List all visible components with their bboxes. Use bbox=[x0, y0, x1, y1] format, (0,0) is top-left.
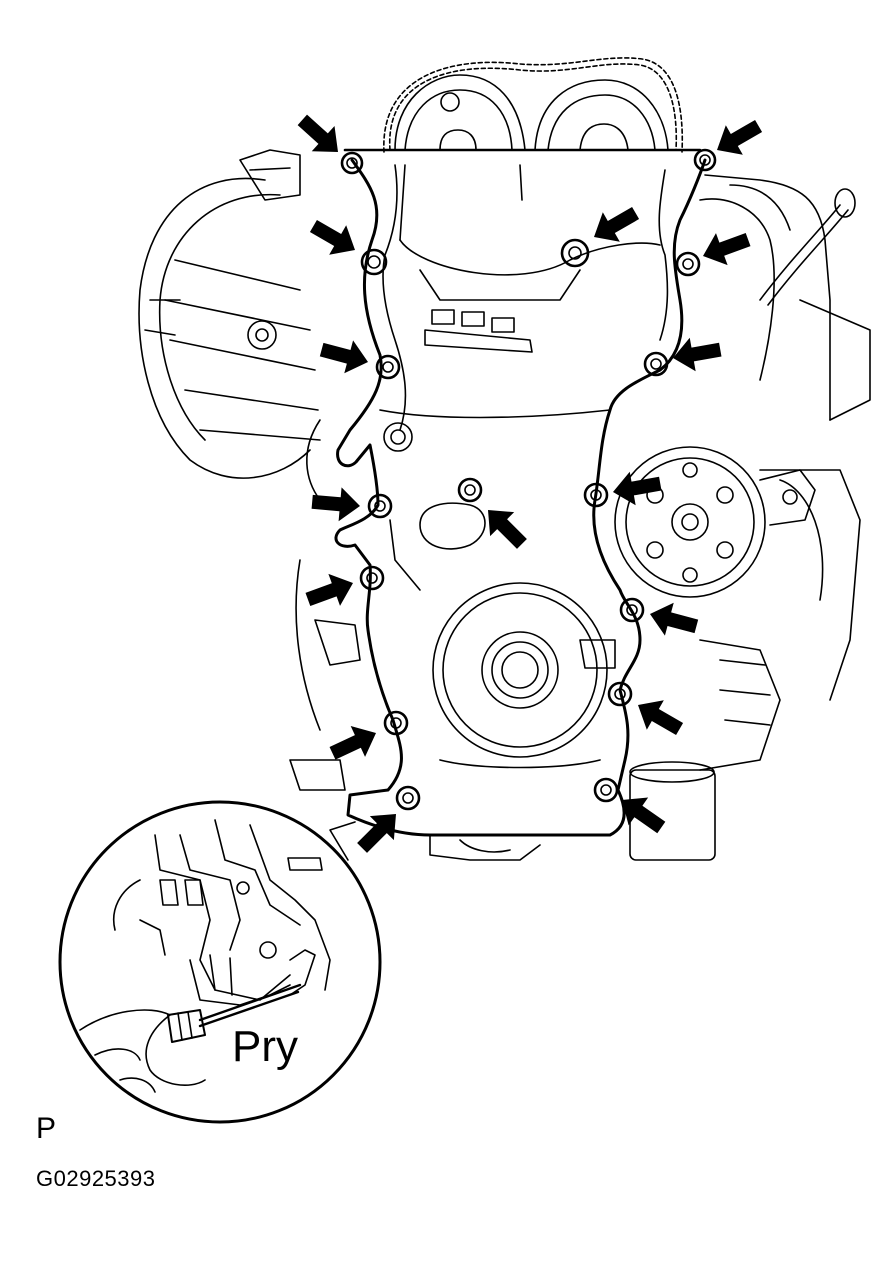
bolt bbox=[583, 482, 609, 508]
figure-id: G02925393 bbox=[36, 1166, 156, 1191]
bolt bbox=[360, 248, 388, 276]
arrow bbox=[304, 211, 364, 265]
cam-sprockets bbox=[383, 57, 684, 153]
section-code: P bbox=[36, 1112, 57, 1145]
bolt bbox=[367, 493, 393, 519]
arrow bbox=[310, 484, 362, 523]
bolt bbox=[643, 351, 669, 377]
arrow bbox=[325, 717, 384, 769]
bolt bbox=[593, 777, 619, 803]
bolt bbox=[675, 251, 701, 277]
bolt bbox=[340, 151, 364, 175]
water-pump bbox=[614, 446, 816, 598]
intake-manifold-left bbox=[138, 149, 321, 479]
bolt bbox=[395, 785, 421, 811]
arrow bbox=[317, 333, 373, 379]
timing-cover bbox=[334, 148, 707, 861]
left-side-components bbox=[289, 419, 361, 791]
bolt bbox=[607, 681, 633, 707]
right-side-components bbox=[629, 174, 861, 861]
oil-dipstick bbox=[759, 188, 871, 421]
bolt bbox=[619, 597, 645, 623]
bolt bbox=[383, 710, 409, 736]
arrow bbox=[670, 332, 724, 375]
bolt bbox=[457, 477, 483, 503]
arrow bbox=[629, 690, 689, 744]
bolt bbox=[375, 354, 401, 380]
pry-detail-callout bbox=[58, 800, 382, 1124]
bolt bbox=[359, 565, 385, 591]
pry-label: Pry bbox=[232, 1022, 298, 1071]
arrow bbox=[697, 223, 754, 272]
arrow bbox=[302, 567, 359, 616]
cover-bolts bbox=[340, 148, 717, 811]
bolt bbox=[560, 238, 590, 268]
bolt bbox=[693, 148, 717, 172]
arrow bbox=[708, 111, 768, 165]
arrow bbox=[645, 597, 701, 643]
